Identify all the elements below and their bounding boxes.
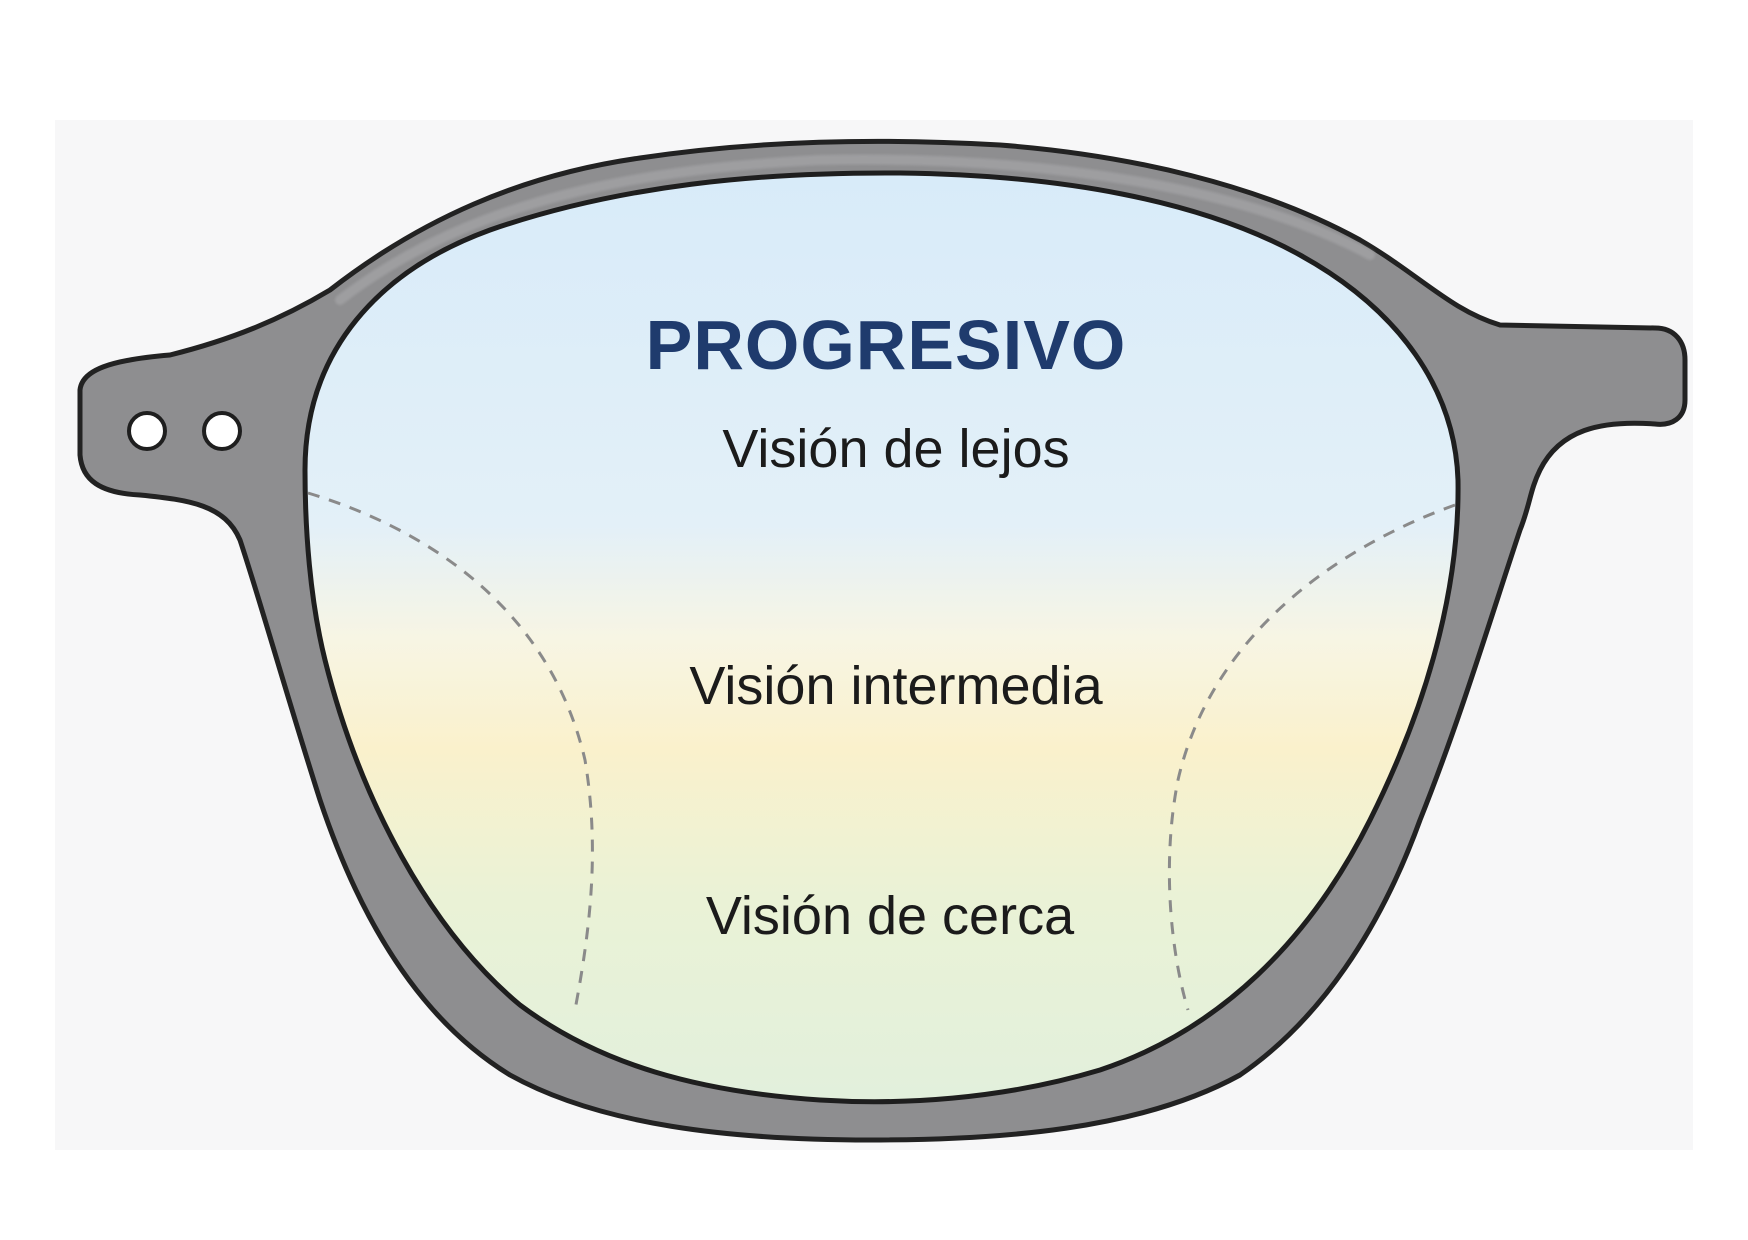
zone-label-intermediate: Visión intermedia — [689, 656, 1103, 716]
zone-label-near: Visión de cerca — [705, 886, 1075, 946]
right-corridor-boundary — [1167, 503, 1456, 1011]
zone-label-far: Visión de lejos — [722, 419, 1070, 479]
hinge-screw-icon — [127, 411, 242, 451]
lens-type-title: PROGRESIVO — [645, 306, 1127, 384]
frame-highlight — [335, 154, 1375, 305]
